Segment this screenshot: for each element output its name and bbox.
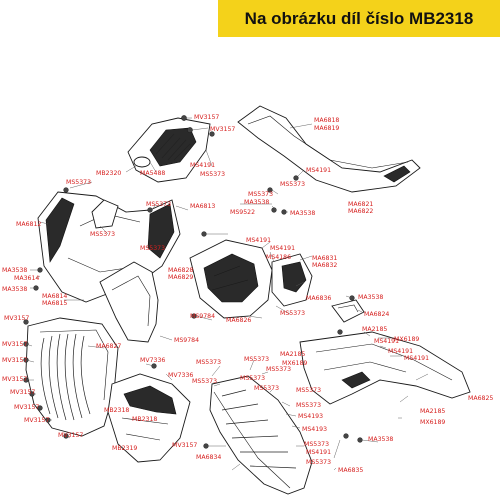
part-label: MS4191 (374, 338, 399, 345)
part-label: MV3157 (194, 114, 219, 121)
part-label: MS4191 (306, 449, 331, 456)
part-label: MS5373 (254, 385, 279, 392)
part-label: MS5373 (296, 387, 321, 394)
part-label: MS5373 (296, 402, 321, 409)
part-label: MA6826 (226, 317, 251, 324)
part-label: MS5373 (248, 191, 273, 198)
part-label: MA5488 (140, 170, 165, 177)
part-label: MA3538 (290, 210, 315, 217)
part-label: MS5373 (240, 375, 265, 382)
part-label: MA6827 (96, 343, 121, 350)
part-label: MV3157 (2, 376, 27, 383)
part-label: MA6819 (314, 125, 339, 132)
part-label: MS5373 (244, 356, 269, 363)
part-label: MS4191 (306, 167, 331, 174)
part-label: MA6829 (168, 274, 193, 281)
front-spoiler-part[interactable] (237, 105, 421, 193)
part-label: MA6818 (314, 117, 339, 124)
part-label: MS4186 (266, 254, 291, 261)
leader-lines (25, 117, 429, 471)
part-label: MV3157 (58, 432, 83, 439)
part-label: MA6832 (312, 262, 337, 269)
part-label: MS4191 (246, 237, 271, 244)
part-label: MS5373 (280, 310, 305, 317)
part-label: MB2319 (112, 445, 137, 452)
banner-title: Na obrázku díl číslo MB2318 (244, 8, 474, 28)
part-label: MA6814 (42, 293, 67, 300)
part-label: MV7336 (168, 372, 193, 379)
part-label: MS5373 (192, 378, 217, 385)
part-label: MS5373 (90, 231, 115, 238)
part-label: MS9784 (174, 337, 199, 344)
part-label: MX6189 (420, 419, 445, 426)
side-cover-part[interactable] (209, 375, 313, 495)
part-label: MS5373 (200, 171, 225, 178)
part-label: MB2318 (132, 416, 157, 423)
part-label: MV3157 (14, 404, 39, 411)
part-label: MA3538 (358, 294, 383, 301)
part-label: MA6821 (348, 201, 373, 208)
part-label: MS4193 (298, 413, 323, 420)
part-label: MS9784 (190, 313, 215, 320)
part-label: MS4191 (388, 348, 413, 355)
part-label: MS5373 (266, 366, 291, 373)
part-label: MA6828 (168, 267, 193, 274)
part-label: MA6834 (196, 454, 221, 461)
part-label: MB2318 (104, 407, 129, 414)
part-label: MS5373 (66, 179, 91, 186)
radiator-grille-part[interactable] (25, 317, 119, 437)
part-label: MV3157 (10, 389, 35, 396)
headlight-cover-part[interactable] (127, 117, 211, 183)
part-labels: MV3157 MV3157 MB2320 MA5488 MS4191 MS537… (2, 114, 493, 474)
part-label: MA3538 (2, 286, 27, 293)
part-label: MS4191 (270, 245, 295, 252)
leg-shield-part[interactable] (99, 261, 159, 343)
part-label: MA6831 (312, 255, 337, 262)
part-label: MV3157 (2, 341, 27, 348)
part-label: MV3157 (210, 126, 235, 133)
part-label: MA2185 (280, 351, 305, 358)
part-label: MS5373 (306, 459, 331, 466)
part-label: MS5373 (196, 359, 221, 366)
part-label: MS9522 (230, 209, 255, 216)
part-label: MS5373 (146, 201, 171, 208)
part-label: MA3538 (244, 199, 269, 206)
part-label: MA2185 (420, 408, 445, 415)
part-label: MV7336 (140, 357, 165, 364)
part-label: MS4193 (302, 426, 327, 433)
part-label: MA6835 (338, 467, 363, 474)
part-label: MS5373 (304, 441, 329, 448)
part-label: MA6812 (16, 221, 41, 228)
part-label: MS4191 (190, 162, 215, 169)
part-label: MA2185 (362, 326, 387, 333)
part-label: MS5373 (140, 245, 165, 252)
part-label: MA6813 (190, 203, 215, 210)
part-label: MA6822 (348, 208, 373, 215)
inner-panel-part[interactable] (189, 239, 313, 319)
part-label: MA6824 (364, 311, 389, 318)
part-label: MV3157 (2, 357, 27, 364)
part-label: MV3157 (24, 417, 49, 424)
part-label: MX6189 (282, 360, 307, 367)
part-label: MA3614 (14, 275, 39, 282)
floor-board-part[interactable] (299, 331, 471, 405)
part-label: MA3538 (368, 436, 393, 443)
part-label: MA6836 (306, 295, 331, 302)
part-label: MV3157 (4, 315, 29, 322)
part-label: MA3538 (2, 267, 27, 274)
part-label: MX6189 (394, 336, 419, 343)
bracket-part[interactable] (331, 299, 365, 323)
fasteners (23, 115, 363, 449)
part-label: MV3157 (172, 442, 197, 449)
part-label: MS5373 (280, 181, 305, 188)
title-banner: Na obrázku díl číslo MB2318 (218, 0, 500, 37)
part-label: MS4191 (404, 355, 429, 362)
part-label: MA6815 (42, 300, 67, 307)
part-label: MB2320 (96, 170, 121, 177)
mb2318-trim-part[interactable] (107, 373, 191, 463)
part-label: MA6825 (468, 395, 493, 402)
